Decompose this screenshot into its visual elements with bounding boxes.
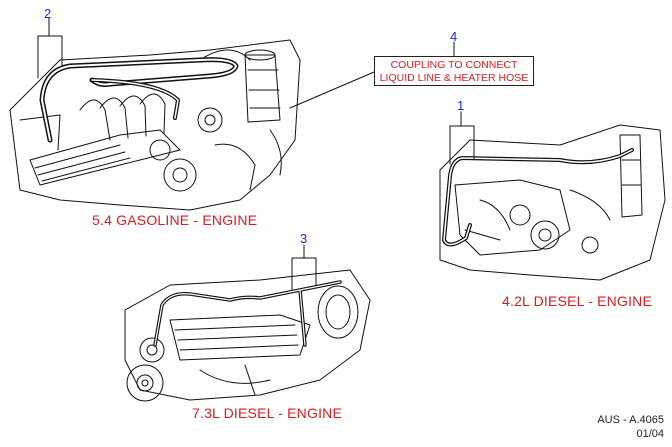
item-number-4: 4 bbox=[450, 29, 458, 44]
callout-line-2: LIQUID LINE & HEATER HOSE bbox=[379, 72, 529, 84]
reference-code: AUS - A.4065 01/04 bbox=[597, 414, 664, 440]
coupling-callout-box: COUPLING TO CONNECT LIQUID LINE & HEATER… bbox=[374, 56, 534, 86]
item-number-3: 3 bbox=[300, 231, 308, 246]
reference-code-number: AUS - A.4065 bbox=[597, 414, 664, 426]
leader-3 bbox=[291, 244, 317, 291]
item-number-1: 1 bbox=[457, 98, 465, 113]
leader-2 bbox=[37, 17, 63, 79]
diesel73-engine-illustration bbox=[124, 269, 371, 402]
caption-gasoline: 5.4 GASOLINE - ENGINE bbox=[92, 212, 258, 228]
gasoline-engine-illustration bbox=[9, 39, 301, 211]
heater-hose-1 bbox=[442, 148, 634, 247]
item-number-2: 2 bbox=[44, 6, 52, 21]
heater-hose-3 bbox=[153, 280, 342, 347]
heater-hose-2 bbox=[39, 57, 239, 143]
leader-1 bbox=[449, 111, 475, 165]
leader-4 bbox=[289, 41, 455, 109]
caption-diesel73: 7.3L DIESEL - ENGINE bbox=[192, 405, 343, 421]
caption-diesel42: 4.2L DIESEL - ENGINE bbox=[502, 293, 653, 309]
reference-date: 01/04 bbox=[636, 428, 664, 440]
callout-line-1: COUPLING TO CONNECT bbox=[390, 59, 518, 71]
